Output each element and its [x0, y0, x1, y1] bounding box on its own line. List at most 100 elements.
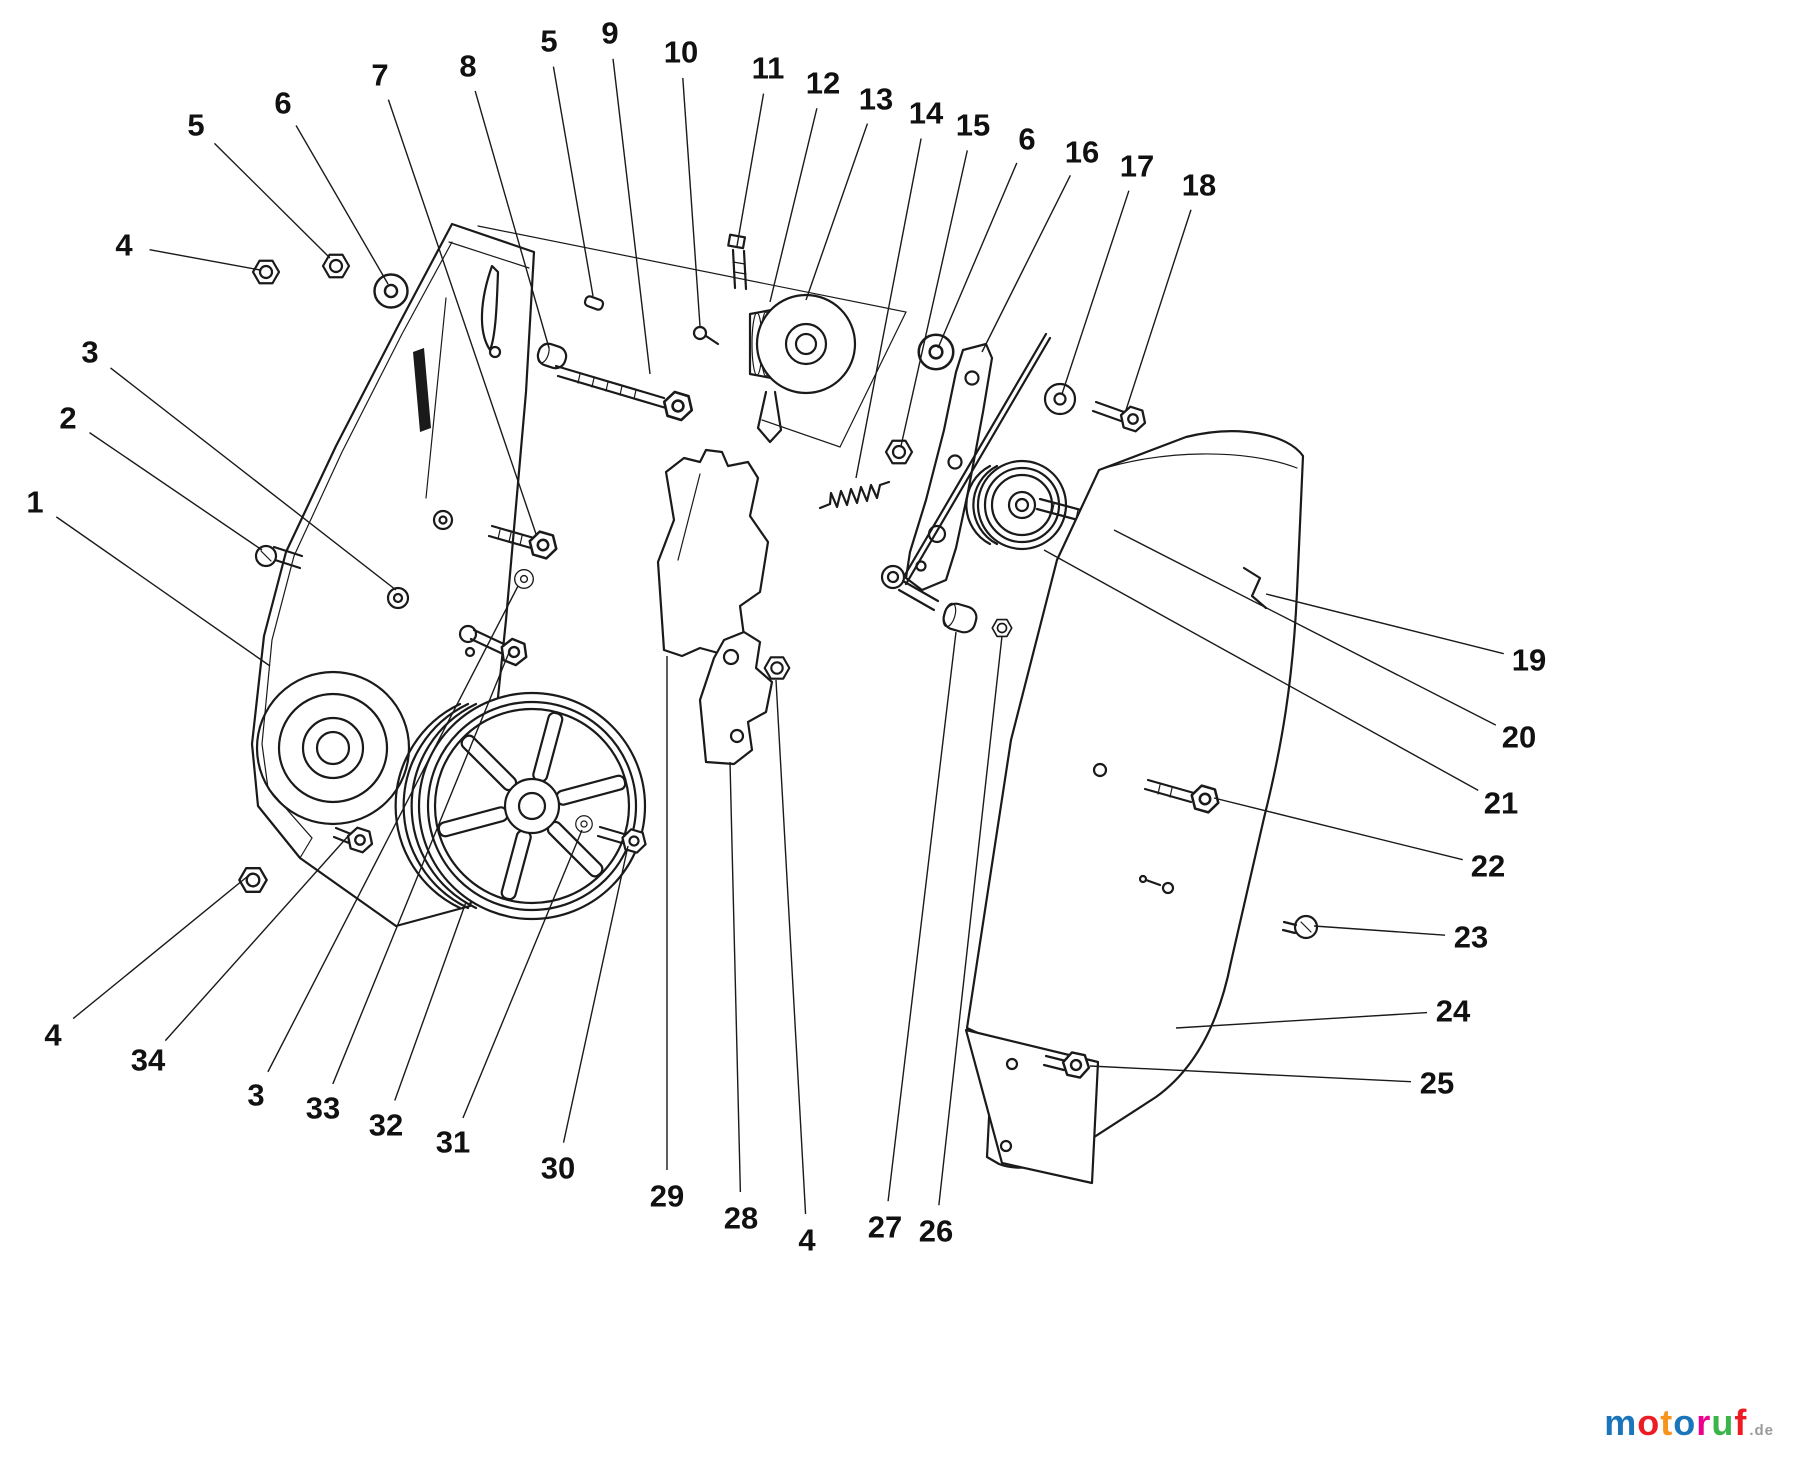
spacer-bushing [536, 342, 568, 370]
leader-line [1113, 529, 1497, 726]
part-number-label: 21 [1484, 786, 1518, 821]
logo-letter: o [1673, 1402, 1697, 1443]
part-number-label: 10 [664, 35, 698, 70]
flat-washer [1043, 382, 1077, 416]
leader-line [562, 845, 629, 1143]
leader-line [110, 367, 397, 591]
hex-bolt [1143, 778, 1223, 816]
part-number-label: 4 [44, 1018, 62, 1053]
leader-line [394, 901, 467, 1101]
part-number-label: 17 [1120, 149, 1154, 184]
leader-line [1265, 593, 1504, 655]
clutch-pulley [748, 293, 857, 444]
hex-nut [251, 259, 281, 285]
part-number-label: 16 [1065, 135, 1099, 170]
leader-line [900, 150, 968, 447]
part-number-label: 5 [187, 108, 204, 143]
leader-line [736, 93, 765, 247]
belt-guide-plate [656, 448, 770, 658]
leader-line [1175, 1011, 1428, 1029]
part-number-label: 9 [601, 16, 618, 51]
idler-bracket [698, 630, 774, 766]
leader-line [937, 162, 1018, 349]
part-number-label: 22 [1471, 849, 1505, 884]
part-number-label: 1 [26, 485, 43, 520]
logo-suffix: .de [1749, 1422, 1774, 1439]
hex-bolt [1091, 400, 1150, 435]
pivot-bolt [880, 564, 940, 612]
logo-letter: t [1660, 1402, 1674, 1443]
part-number-label: 20 [1502, 720, 1536, 755]
hex-nut [321, 253, 351, 279]
carriage-bolt [487, 524, 561, 562]
logo-letter: f [1734, 1402, 1748, 1443]
idler-arm-bracket [904, 342, 994, 592]
part-number-label: 8 [459, 49, 476, 84]
part-number-label: 6 [274, 86, 291, 121]
flat-washer [373, 273, 409, 309]
hex-bolt [1042, 1049, 1093, 1081]
leader-lines [55, 58, 1504, 1215]
leader-line [1043, 549, 1479, 792]
leader-line [72, 875, 249, 1020]
part-number-label: 19 [1512, 643, 1546, 678]
leader-line [89, 432, 263, 551]
part-number-label: 27 [868, 1210, 902, 1245]
part-number-label: 26 [919, 1214, 953, 1249]
machine-screw [254, 544, 304, 570]
part-number-label: 5 [540, 24, 557, 59]
flat-washer [575, 815, 593, 833]
logo-letter: r [1696, 1402, 1712, 1443]
flat-washer [917, 333, 955, 371]
motoruf-logo: motoruf.de [1604, 1405, 1774, 1441]
leader-line [1125, 209, 1192, 411]
part-number-label: 28 [724, 1201, 758, 1236]
part-number-label: 29 [650, 1179, 684, 1214]
hex-bolt [332, 824, 377, 856]
leader-line [387, 99, 537, 535]
part-number-label: 25 [1420, 1066, 1454, 1101]
link-rod [900, 332, 1052, 586]
logo-letter: u [1711, 1402, 1735, 1443]
part-number-label: 15 [956, 108, 990, 143]
leader-line [775, 679, 807, 1215]
part-number-label: 3 [81, 335, 98, 370]
logo-word: motoruf [1604, 1402, 1747, 1443]
hex-bolt [596, 825, 650, 856]
part-number-label: 4 [115, 228, 133, 263]
leader-line [267, 585, 519, 1073]
part-number-label: 33 [306, 1091, 340, 1126]
flat-washer [514, 569, 534, 589]
part-number-label: 13 [859, 82, 893, 117]
part-number-label: 11 [752, 51, 785, 86]
part-number-label: 2 [59, 401, 76, 436]
leader-line [462, 829, 583, 1119]
leader-line [769, 108, 818, 303]
hex-nut [763, 656, 791, 680]
leader-line [612, 58, 651, 375]
part-number-label: 30 [541, 1151, 575, 1186]
part-number-label: 12 [806, 66, 840, 101]
leader-line [938, 635, 1003, 1206]
logo-letter: o [1637, 1402, 1661, 1443]
clutch-bolt [727, 233, 748, 291]
drive-pulley [394, 691, 647, 921]
hex-nut [991, 618, 1013, 638]
roll-pin [583, 295, 605, 311]
leader-line [805, 123, 869, 301]
hex-nut [884, 439, 914, 465]
part-number-label: 34 [131, 1043, 166, 1078]
leader-line [1061, 190, 1130, 395]
leader-line [552, 66, 594, 297]
leader-line [855, 138, 922, 479]
part-number-label: 32 [369, 1108, 403, 1143]
leader-line [474, 90, 550, 349]
leader-line [213, 142, 331, 259]
part-number-label: 14 [909, 96, 944, 131]
leader-line [682, 77, 701, 327]
leader-line [1213, 797, 1463, 861]
leader-line [1089, 1065, 1412, 1083]
